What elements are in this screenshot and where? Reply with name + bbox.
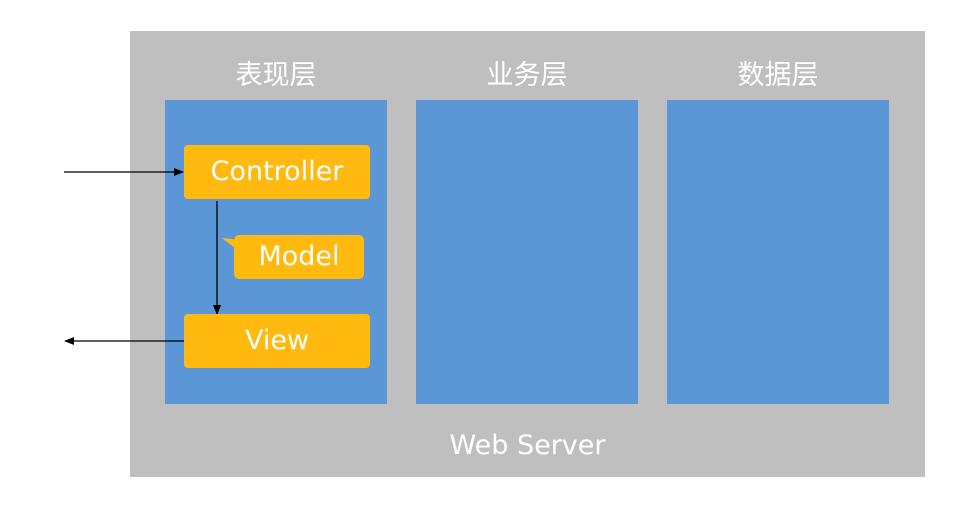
server-label: Web Server — [449, 430, 606, 461]
layer-title-data: 数据层 — [737, 60, 819, 91]
layer-panel-business — [416, 100, 638, 404]
layer-title-business: 业务层 — [486, 60, 568, 91]
view-box: View — [184, 314, 370, 368]
layer-title-presentation: 表现层 — [235, 60, 317, 91]
layer-panel-data — [667, 100, 889, 404]
controller-box: Controller — [184, 145, 370, 199]
model-box: Model — [234, 235, 364, 279]
